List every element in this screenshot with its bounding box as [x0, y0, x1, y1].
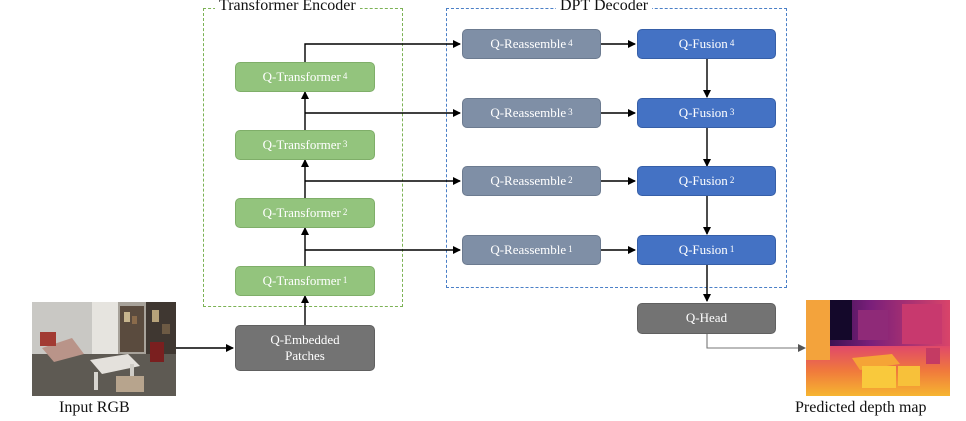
q-head: Q-Head	[637, 303, 776, 334]
input-rgb-image	[32, 302, 176, 396]
q-reassemble-4-label: Q-Reassemble	[490, 35, 567, 51]
predicted-depth-map-image	[806, 300, 950, 396]
q-transformer-4-index: 4	[342, 71, 348, 82]
q-reassemble-1-label: Q-Reassemble	[490, 241, 567, 257]
q-reassemble-2-label: Q-Reassemble	[490, 172, 567, 188]
arrow-tap-4	[304, 40, 461, 62]
q-head-label: Q-Head	[685, 310, 728, 326]
q-transformer-3-label: Q-Transformer	[262, 136, 341, 152]
arrow-head-to-output	[706, 334, 806, 352]
dpt-decoder-title: DPT Decoder	[556, 0, 653, 15]
q-transformer-2-index: 2	[342, 207, 348, 218]
q-fusion-4-index: 4	[729, 38, 735, 49]
transformer-encoder-title: Transformer Encoder	[215, 0, 360, 15]
q-reassemble-2-index: 2	[568, 175, 573, 186]
q-transformer-2-label: Q-Transformer	[262, 204, 341, 220]
q-reassemble-1-index: 1	[568, 244, 573, 255]
q-fusion-3-label: Q-Fusion	[678, 104, 728, 120]
q-fusion-2-label: Q-Fusion	[678, 172, 728, 188]
q-fusion-3-index: 3	[729, 107, 735, 118]
q-fusion-1-label: Q-Fusion	[678, 241, 728, 257]
q-reassemble-3-index: 3	[568, 107, 573, 118]
q-reassemble-4-index: 4	[568, 38, 573, 49]
q-transformer-1-label: Q-Transformer	[262, 272, 341, 288]
q-fusion-1-index: 1	[729, 244, 735, 255]
q-embedded-patches-line2: Patches	[285, 348, 325, 363]
q-transformer-4-label: Q-Transformer	[262, 68, 341, 84]
q-fusion-2-index: 2	[729, 175, 735, 186]
output-caption: Predicted depth map	[795, 399, 927, 416]
q-transformer-1-index: 1	[342, 275, 348, 286]
q-reassemble-3-label: Q-Reassemble	[490, 104, 567, 120]
q-embedded-patches: Q-Embedded Patches	[235, 325, 375, 371]
q-transformer-3-index: 3	[342, 139, 348, 150]
q-fusion-4-label: Q-Fusion	[678, 35, 728, 51]
q-embedded-patches-line1: Q-Embedded	[270, 331, 340, 347]
input-caption: Input RGB	[59, 399, 130, 416]
